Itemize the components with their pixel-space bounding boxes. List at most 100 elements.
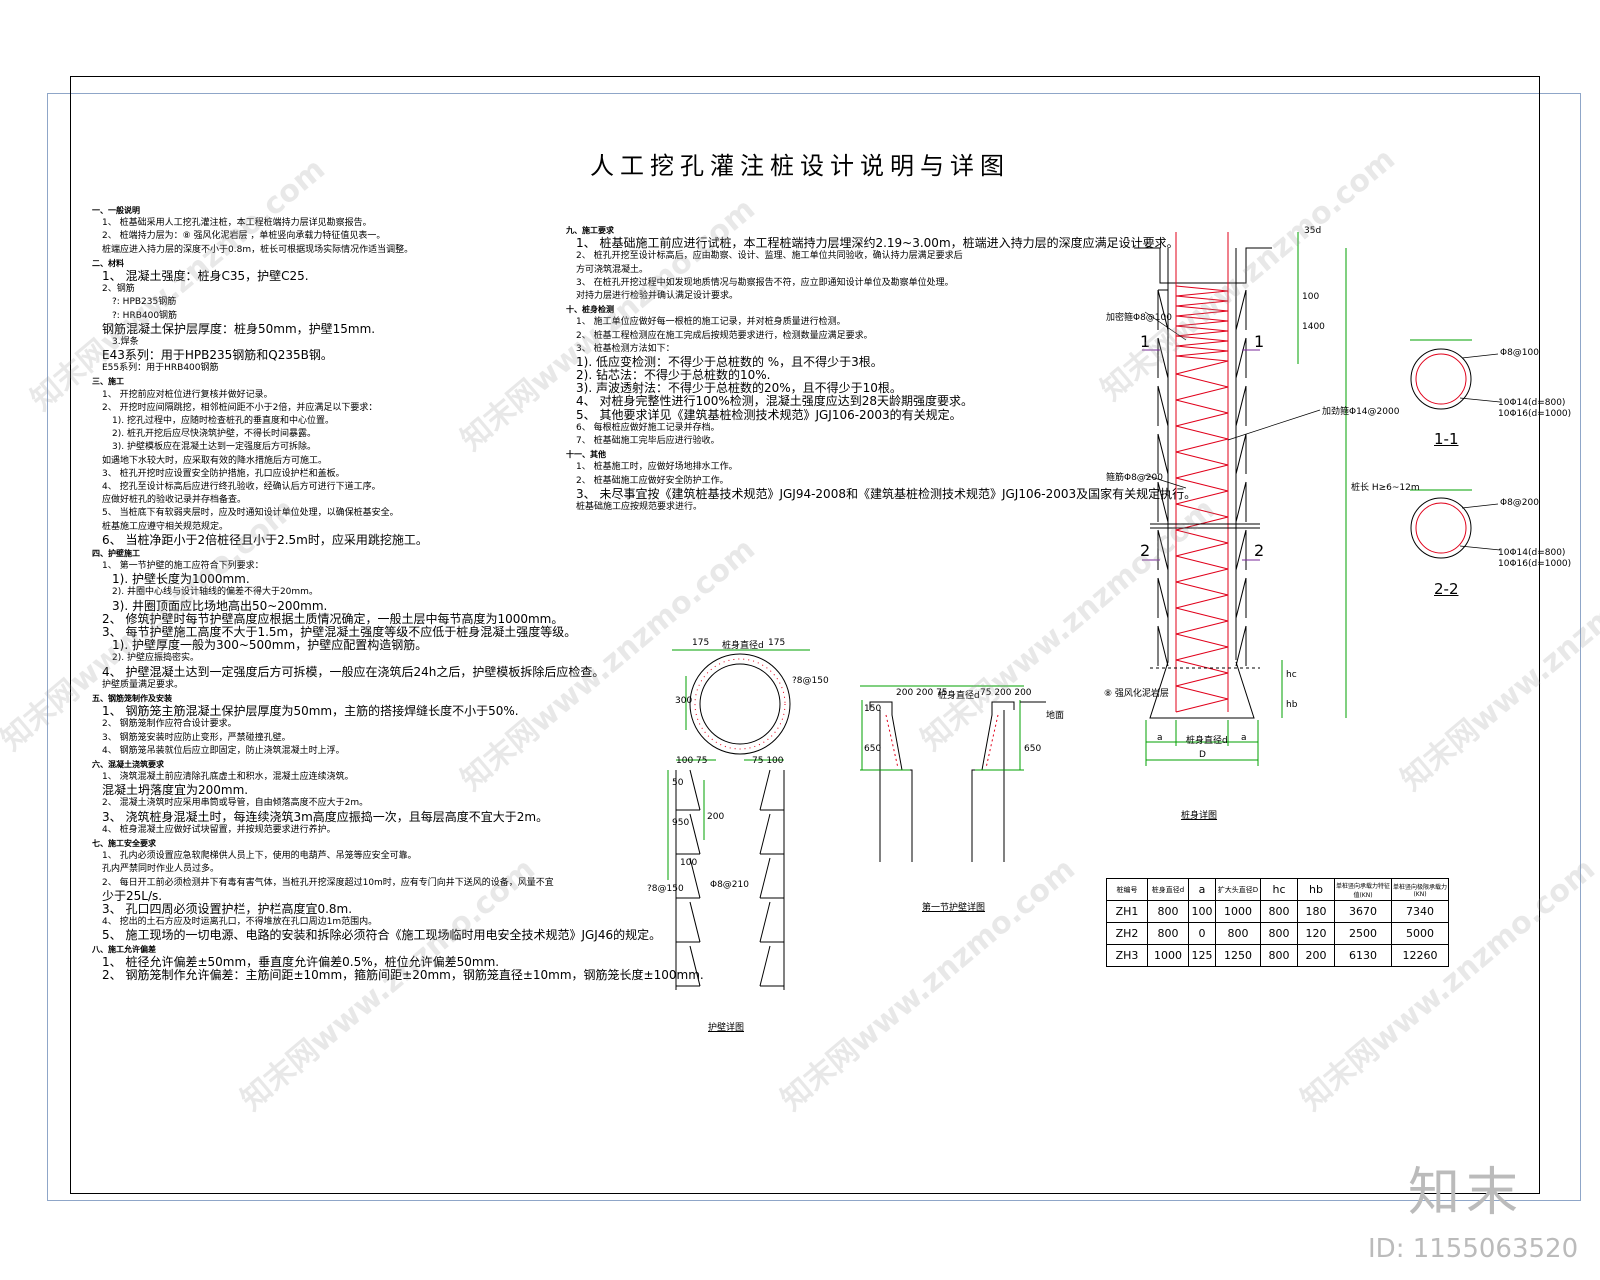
note-heading: 五、钢筋笼制作及安装 [92, 693, 172, 703]
image-id: ID: 1155063520 [1368, 1234, 1579, 1264]
ring-dim-d: 桩身直径d [722, 641, 764, 651]
spiral-hoop [1175, 464, 1229, 479]
wall-caption: 护壁详图 [708, 1023, 745, 1033]
dim-pile-length: 桩长 H≥6~12m [1351, 483, 1420, 493]
spiral-hoop [1175, 295, 1229, 302]
wall-dim-left: 100 75 [676, 756, 708, 766]
note-line: 1). 低应变检测：不得少于总桩数的 %，且不得少于3根。 [576, 354, 883, 369]
first-dim-150: 150 [864, 704, 882, 714]
wall-dim-right: 75 100 [752, 756, 784, 766]
first-wall-detail [860, 685, 1046, 862]
section-2-2-title: 2-2 [1434, 580, 1459, 598]
section-1-right: 1 [1254, 332, 1265, 351]
wall-step [1157, 289, 1169, 331]
wall-step [1157, 481, 1169, 523]
spiral-hoop [1175, 594, 1229, 609]
note-line: 1、 浇筑混凝土前应清除孔底虚土和积水，混凝土应连续浇筑。 [102, 772, 354, 783]
wall-step [1235, 385, 1247, 427]
wall-step [1235, 433, 1247, 475]
spiral-hoop [1175, 659, 1229, 674]
spiral-hoop [1175, 607, 1229, 622]
spiral-hoop [1175, 633, 1229, 648]
spiral-hoop [1175, 399, 1229, 414]
wall-step [1235, 337, 1247, 379]
wall-dim-200: 200 [707, 812, 725, 822]
spiral-hoop [1175, 451, 1229, 466]
bearing-layer-label: ⑧ 强风化泥岩层 [1104, 689, 1169, 699]
note-line: 1). 挖孔过程中，应随时检查桩孔的垂直度和中心位置。 [112, 416, 334, 426]
note-heading: 七、施工安全要求 [92, 839, 156, 848]
cell: 125 [1188, 944, 1216, 967]
note-line: 2、 桩基工程检测应在施工完成后按规范要求进行，检测数量应满足要求。 [576, 330, 873, 341]
spiral-hoop [1175, 698, 1229, 713]
first-dim-650-right: 650 [1024, 744, 1042, 754]
wall-inner [759, 769, 771, 811]
note-line: 3). 井圈顶面应比场地高出50~200mm. [112, 598, 328, 613]
th-a: a [1188, 878, 1216, 901]
note-line: 2、 钢筋笼制作允许偏差：主筋间距±10mm，箍筋间距±20mm，钢筋笼直径±1… [102, 967, 704, 982]
spiral-hoop [1175, 672, 1229, 687]
spiral-hoop [1175, 373, 1229, 388]
wall-dim-50: 50 [672, 778, 684, 788]
wall-dim-100: 100 [680, 858, 698, 868]
note-heading: 四、护壁施工 [92, 548, 140, 558]
note-line: 少于25L/s. [102, 888, 163, 903]
note-line: 1). 护壁厚度一般为300~500mm，护壁应配置构造钢筋。 [112, 638, 428, 653]
spiral-hoop [1175, 438, 1229, 453]
spiral-hoop [1175, 412, 1229, 427]
section2-bars-800: 10Φ14(d=800) [1498, 548, 1566, 558]
spiral-hoop [1175, 490, 1229, 505]
table-header: 桩编号 桩身直径d a 扩大头直径D hc hb 单桩竖向承载力特征值(KN) … [1106, 878, 1449, 901]
spiral-hoop [1175, 320, 1229, 327]
note-line: 1、 开挖前应对桩位进行复核并做好记录。 [102, 389, 273, 400]
cell: 1000 [1147, 944, 1189, 967]
th-pile-no: 桩编号 [1106, 878, 1148, 901]
note-line: 4、 对桩身完整性进行100%检测，混凝土强度应达到28天龄期强度要求。 [576, 394, 974, 409]
note-line: 应做好桩孔的验收记录并存档备查。 [102, 495, 247, 506]
pile-caption: 桩身详图 [1181, 811, 1218, 821]
th-ult-capacity: 单桩竖向极限承载力(KN) [1391, 878, 1449, 901]
note-line: 3、 在桩孔开挖过程中如发现地质情况与勘察报告不符，应立即通知设计单位及勘察单位… [576, 277, 954, 288]
wall-inner [689, 945, 701, 987]
wall-step [1157, 625, 1169, 667]
note-line: 2). 桩孔开挖后应尽快浇筑护壁，不得长时间暴露。 [112, 429, 316, 440]
ring-dim-300: 300 [675, 696, 693, 706]
note-line: 桩端应进入持力层的深度不小于0.8m，桩长可根据现场实际情况作适当调整。 [102, 244, 414, 255]
cell: 800 [1260, 922, 1298, 945]
first-dims-left: 200 200 75 [896, 688, 948, 698]
hoop-mid-label: 箍筋Φ8@200 [1106, 473, 1163, 483]
note-line: 5、 当桩底下有软弱夹层时，应及时通知设计单位处理，以确保桩基安全。 [102, 508, 399, 519]
note-line: 1、 桩基施工时，应做好场地排水工作。 [576, 462, 738, 473]
dim-a-right: a [1241, 733, 1247, 743]
cell: 200 [1297, 944, 1335, 967]
spiral-hoop [1175, 620, 1229, 635]
spiral-hoop [1175, 325, 1229, 332]
section1-hoop: Φ8@100 [1500, 348, 1539, 358]
spiral-hoop [1175, 542, 1229, 557]
note-line: 孔内严禁同时作业人员过多。 [102, 864, 220, 875]
spiral-hoop [1175, 568, 1229, 583]
note-line: 2、 每日开工前必须检测井下有毒有害气体，当桩孔开挖深度超过10m时，应有专门向… [102, 877, 554, 888]
note-line: E55系列：用于HRB400钢筋 [102, 363, 219, 374]
wall-inner [689, 813, 701, 855]
note-line: 1、 钢筋笼主筋混凝土保护层厚度为50mm，主筋的搭接焊缝长度不小于50%. [102, 704, 519, 719]
dim-a-left: a [1157, 733, 1163, 743]
note-line: 1、 桩径允许偏差±50mm，垂直度允许偏差0.5%，桩位允许偏差50mm. [102, 954, 500, 969]
note-line: 3、 桩孔开挖时应设置安全防护措施，孔口应设护栏和盖板。 [102, 468, 345, 479]
pile-table: 桩编号 桩身直径d a 扩大头直径D hc hb 单桩竖向承载力特征值(KN) … [1106, 878, 1449, 967]
ring-dim-175-right: 175 [768, 638, 786, 648]
section1-bars-1000: 10Φ16(d=1000) [1498, 409, 1572, 419]
note-line: 3、 钢筋笼安装时应防止变形，严禁碰撞孔壁。 [102, 732, 291, 743]
wall-inner [689, 769, 701, 811]
note-line: 2). 井圈中心线与设计轴线的偏差不得大于20mm。 [112, 587, 318, 598]
note-line: 4、 钢筋笼吊装就位后应立即固定，防止浇筑混凝土时上浮。 [102, 745, 345, 756]
outer-frame [47, 93, 1581, 1201]
wall-profile [667, 759, 785, 990]
pile-top-note: 35d [1304, 226, 1322, 236]
wall-inner [759, 901, 771, 943]
note-line: E43系列：用于HPB235钢筋和Q235B钢。 [102, 348, 333, 363]
